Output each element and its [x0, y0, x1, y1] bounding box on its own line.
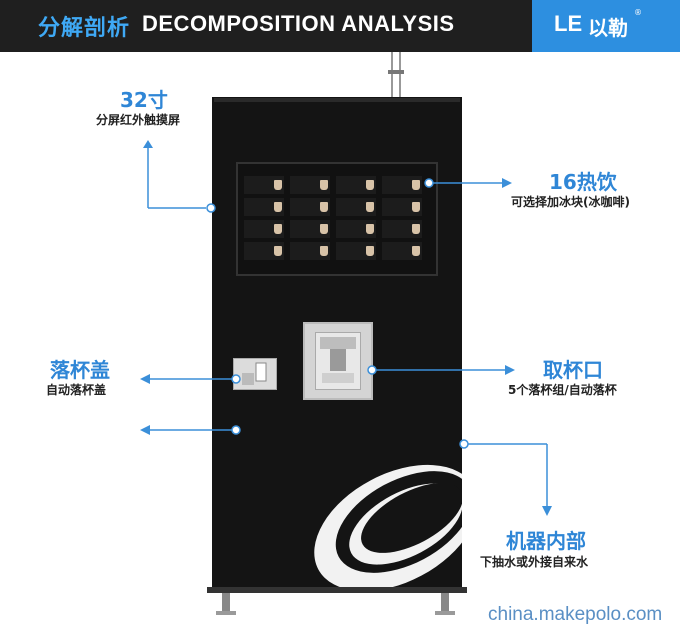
cup-icon	[412, 180, 420, 190]
cup-outlet-window[interactable]	[303, 322, 373, 400]
registered-mark: ®	[634, 8, 642, 17]
watermark: china.makepolo.com	[488, 604, 663, 625]
screen-desc-label: 分屏红外触摸屏	[96, 113, 181, 127]
drinks-desc-label: 可选择加冰块(冰咖啡)	[511, 195, 630, 209]
drink-tile[interactable]	[290, 176, 330, 194]
outlet-callout-line	[367, 365, 515, 375]
brand-logo: LE 以勒 ®	[532, 0, 680, 52]
drink-tile[interactable]	[336, 220, 376, 238]
cup-icon	[320, 224, 328, 234]
foot-pad	[216, 611, 236, 615]
screen-size-label: 32寸	[120, 88, 168, 112]
lid-desc-label: 自动落杯盖	[46, 383, 107, 397]
water-pipes	[388, 52, 404, 100]
screen-status-bar	[238, 164, 436, 172]
drinks-count-label: 16热饮	[549, 170, 617, 194]
touch-screen[interactable]	[236, 162, 438, 276]
cup-icon	[366, 246, 374, 256]
internal-desc-label: 下抽水或外接自来水	[480, 555, 589, 569]
screen-callout-line	[143, 140, 216, 213]
internal-callout-line	[459, 439, 552, 516]
cup-icon	[320, 246, 328, 256]
drink-tile[interactable]	[336, 242, 376, 260]
drink-tile[interactable]	[336, 198, 376, 216]
brand-swirl-graphic	[314, 464, 462, 588]
drink-tile[interactable]	[244, 176, 284, 194]
drink-tile[interactable]	[382, 220, 422, 238]
drink-tile[interactable]	[290, 220, 330, 238]
drinks-callout-line	[424, 178, 512, 188]
cup-icon	[274, 224, 282, 234]
cup-icon	[412, 224, 420, 234]
cup-icon	[366, 180, 374, 190]
header-title-cn: 分解剖析	[38, 16, 131, 41]
machine-foot	[441, 593, 449, 613]
machine-top-edge	[214, 98, 460, 102]
machine-foot	[222, 593, 230, 613]
foot-pad	[435, 611, 455, 615]
header-banner: 分解剖析 DECOMPOSITION ANALYSIS LE 以勒 ®	[0, 0, 680, 52]
internal-title-label: 机器内部	[506, 529, 586, 553]
lid-title-label: 落杯盖	[50, 358, 110, 382]
drink-tile[interactable]	[382, 242, 422, 260]
outlet-title-label: 取杯口	[543, 358, 603, 382]
cup-outlet-inner	[315, 332, 361, 390]
drink-tile[interactable]	[382, 198, 422, 216]
side-callout-line	[140, 425, 241, 435]
cup-icon	[320, 202, 328, 212]
drink-tile[interactable]	[244, 220, 284, 238]
cup-lid-dispenser	[233, 358, 277, 390]
machine-base	[207, 587, 467, 593]
cup-icon	[366, 224, 374, 234]
cup-icon	[366, 202, 374, 212]
header-title-en: DECOMPOSITION ANALYSIS	[142, 11, 455, 36]
drink-tile[interactable]	[290, 242, 330, 260]
dispenser-mechanism-icon	[320, 337, 356, 383]
drink-tile[interactable]	[244, 198, 284, 216]
logo-name: 以勒	[588, 16, 628, 40]
cup-icon	[274, 246, 282, 256]
drink-tile[interactable]	[382, 176, 422, 194]
logo-mark: LE	[554, 11, 583, 36]
outlet-desc-label: 5个落杯组/自动落杯	[508, 383, 617, 397]
drink-tile[interactable]	[336, 176, 376, 194]
cup-icon	[320, 180, 328, 190]
cup-icon	[412, 202, 420, 212]
cup-icon	[274, 180, 282, 190]
cup-icon	[412, 246, 420, 256]
drink-tile[interactable]	[290, 198, 330, 216]
drink-tile[interactable]	[244, 242, 284, 260]
cup-icon	[274, 202, 282, 212]
lid-slot-icon	[242, 362, 267, 385]
lid-callout-line	[140, 374, 241, 384]
